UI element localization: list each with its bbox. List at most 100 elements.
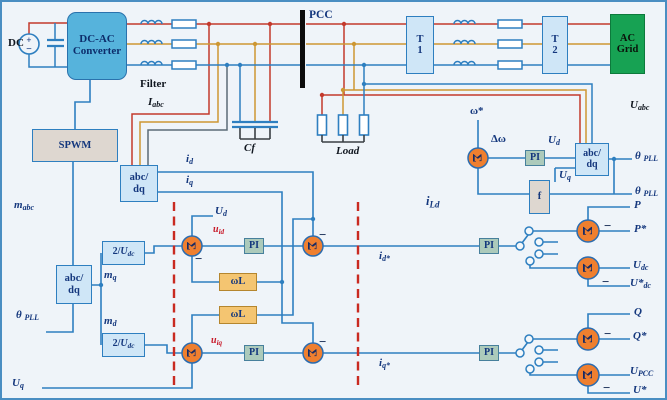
- mq-label: mq: [104, 269, 117, 282]
- abc-dq-modulation-block: abc/dq: [56, 265, 92, 304]
- sum-junction-pll: Σ: [467, 147, 489, 169]
- abc-dq-pll-block: abc/dq: [575, 143, 609, 176]
- uq-left-label: Uq: [12, 377, 24, 390]
- sum-junction-id-error: Σ: [302, 235, 324, 257]
- sum-junction-upcc: Σ: [576, 363, 600, 387]
- md-label: md: [104, 315, 117, 328]
- mode-selector-switch-q[interactable]: [515, 334, 544, 374]
- sum-junction-q: Σ: [576, 327, 600, 351]
- connection-dots: [98, 21, 617, 288]
- upcc-label: UPCC: [630, 365, 654, 378]
- frequency-block: f: [529, 180, 550, 214]
- svg-text:Σ: Σ: [579, 334, 594, 343]
- omega-l-block-q: ωL: [219, 306, 257, 324]
- omega-l-block-d: ωL: [219, 273, 257, 291]
- q-label: Q: [634, 306, 642, 318]
- u-star-label: U*: [633, 384, 647, 396]
- pi-controller-id: PI: [244, 238, 264, 254]
- pi-controller-outer-q: PI: [479, 345, 499, 361]
- omega-star-label: ω*: [470, 105, 484, 117]
- filter-inductor-icons: [140, 19, 476, 66]
- dc-label: DC: [8, 37, 24, 49]
- converter-label-line2: Converter: [72, 45, 122, 57]
- q-star-label: Q*: [633, 330, 647, 342]
- id-star-label: id*: [379, 250, 390, 263]
- id-label: id: [186, 153, 194, 166]
- theta-pll-label-1: θ PLL: [635, 150, 658, 163]
- pcc-bus-bar: [300, 10, 305, 88]
- svg-text:Σ: Σ: [305, 349, 320, 358]
- p-label: P: [634, 199, 641, 211]
- iabc-gray-wire: [147, 65, 228, 165]
- cf-capacitor-icons: [232, 120, 278, 129]
- phase-b-orange-wires: [127, 43, 610, 165]
- svg-text:Σ: Σ: [305, 242, 320, 251]
- dashed-separator-lines: [172, 202, 360, 387]
- dc-source-icon: + −: [18, 33, 40, 55]
- two-over-udc-block-q: 2/Udc: [102, 241, 145, 265]
- iabc-label: Iabc: [148, 96, 164, 109]
- uabc-label: Uabc: [630, 99, 650, 112]
- control-wires: [42, 80, 632, 394]
- pi-controller-pll: PI: [525, 150, 545, 166]
- delta-omega-label: Δω: [491, 133, 506, 145]
- svg-text:+: +: [26, 35, 31, 45]
- dc-capacitor-icon: [47, 38, 64, 48]
- spwm-label: SPWM: [58, 139, 92, 151]
- minus-sign-id-junction: −: [319, 227, 327, 242]
- iq-label: iq: [186, 174, 194, 187]
- series-resistor-icons: [171, 19, 523, 70]
- minus-sign-iq-junction: −: [319, 334, 327, 349]
- pi-controller-outer-d: PI: [479, 238, 499, 254]
- load-label: Load: [336, 145, 360, 157]
- iLd-label: iLd: [426, 194, 440, 210]
- cf-ground-bracket: [239, 128, 271, 140]
- sum-junction-ud: Σ: [181, 235, 203, 257]
- uid-label: uid: [213, 224, 225, 236]
- sum-junction-p: Σ: [576, 219, 600, 243]
- pcc-label: PCC: [309, 9, 333, 21]
- filter-label: Filter: [140, 78, 167, 90]
- iq-star-label: iq*: [379, 357, 390, 370]
- cf-label: Cf: [244, 142, 255, 154]
- converter-label-line1: DC-AC: [79, 33, 115, 46]
- svg-text:Σ: Σ: [184, 349, 199, 358]
- minus-sign-upcc-junction: −: [603, 380, 611, 395]
- minus-sign-q-junction: −: [604, 326, 612, 341]
- summing-junctions: Σ Σ Σ Σ Σ Σ Σ Σ: [181, 147, 600, 387]
- svg-text:Σ: Σ: [184, 242, 199, 251]
- p-star-label: P*: [634, 223, 647, 235]
- phase-a-red-wires: [28, 22, 610, 165]
- two-over-udc-block-d: 2/Udc: [102, 333, 145, 357]
- sum-junction-udc: Σ: [576, 256, 600, 280]
- minus-sign-udc-junction: −: [602, 274, 610, 289]
- sum-junction-uq: Σ: [181, 342, 203, 364]
- mabc-label: mabc: [14, 199, 34, 212]
- svg-text:Σ: Σ: [470, 154, 485, 163]
- uq-pll-label: Uq: [559, 169, 571, 182]
- theta-pll-label-2: θ PLL: [635, 185, 658, 198]
- sum-junction-iq-error: Σ: [302, 342, 324, 364]
- uiq-label: uiq: [211, 335, 223, 347]
- svg-text:Σ: Σ: [579, 263, 594, 272]
- ud-feedforward-label: Ud: [215, 205, 227, 218]
- minus-sign-ud-junction: −: [195, 251, 203, 266]
- abc-dq-current-block: abc/dq: [120, 165, 158, 202]
- udc-label: Udc: [633, 259, 649, 272]
- spwm-block: SPWM: [32, 129, 118, 162]
- load-resistor-icons: [316, 114, 370, 136]
- mode-selector-switch-d[interactable]: [515, 226, 544, 266]
- svg-text:Σ: Σ: [579, 370, 594, 379]
- phase-c-blue-wires: [28, 23, 610, 143]
- load-bracket: [321, 135, 365, 143]
- minus-sign-p-junction: −: [604, 218, 612, 233]
- pi-controller-iq: PI: [244, 345, 264, 361]
- svg-text:Σ: Σ: [579, 226, 594, 235]
- udc-star-label: U*dc: [630, 277, 651, 290]
- theta-pll-left-label: θ PLL: [16, 309, 39, 322]
